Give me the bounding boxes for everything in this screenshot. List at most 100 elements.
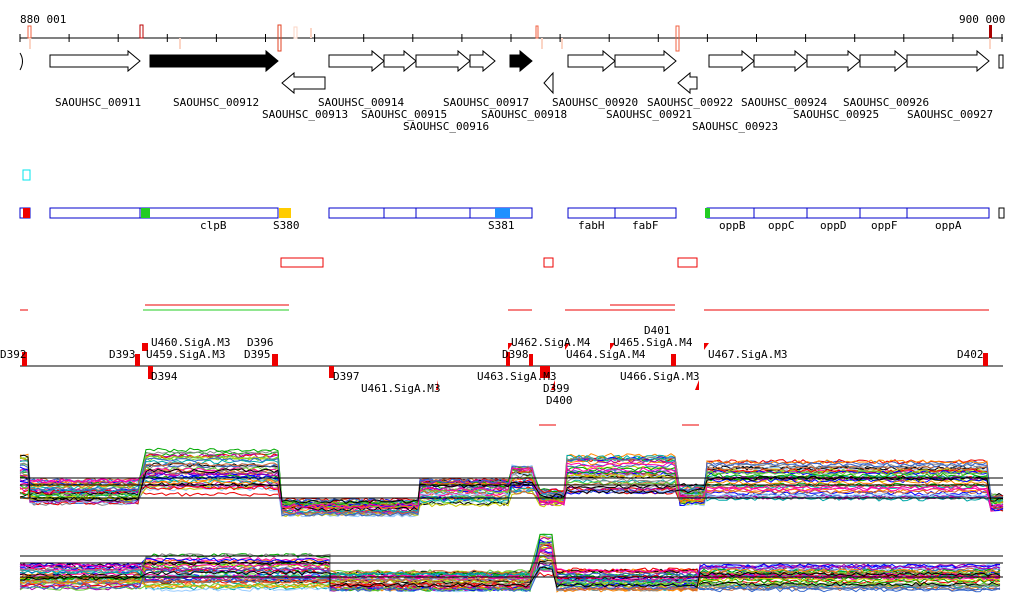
- gene-arrow[interactable]: [49, 49, 141, 73]
- expression-line: [19, 547, 1001, 586]
- annotation-label: oppA: [935, 219, 962, 232]
- gene-label[interactable]: SAOUHSC_00914: [318, 96, 404, 109]
- annotation-label: oppD: [820, 219, 847, 232]
- feature-box: [22, 169, 31, 181]
- marker: [179, 38, 181, 49]
- gene-arrow[interactable]: [567, 49, 616, 73]
- annotation-track: clpB S380 S381 fabH fabF oppB oppC oppD …: [19, 207, 1005, 232]
- gene-arrow[interactable]: [469, 49, 496, 73]
- annotation-label: S380: [273, 219, 300, 232]
- region-boxes: [280, 257, 698, 268]
- marker: [561, 38, 563, 49]
- gene-arrow[interactable]: [415, 49, 471, 73]
- expression-line: [20, 461, 1004, 515]
- ruler-ticks: [19, 34, 1003, 42]
- marker: [989, 25, 992, 38]
- annotation-label: S381: [488, 219, 515, 232]
- expression-line: [19, 565, 1001, 582]
- expression-line: [19, 447, 1004, 506]
- site-label[interactable]: U467.SigA.M3: [708, 348, 787, 361]
- marker: [541, 38, 543, 49]
- gene-label[interactable]: SAOUHSC_00922: [647, 96, 733, 109]
- expression-line: [19, 540, 1001, 592]
- gene-label[interactable]: SAOUHSC_00918: [481, 108, 567, 121]
- gene-label[interactable]: SAOUHSC_00917: [443, 96, 529, 109]
- expression-line: [19, 541, 1001, 591]
- gene-label[interactable]: SAOUHSC_00925: [793, 108, 879, 121]
- site-label[interactable]: D397: [333, 370, 360, 383]
- site-label[interactable]: D399: [543, 382, 570, 395]
- site-label[interactable]: D398: [502, 348, 529, 361]
- gene-label[interactable]: SAOUHSC_00913: [262, 108, 348, 121]
- gene-arrow[interactable]: [614, 49, 677, 73]
- site-label[interactable]: D392: [0, 348, 27, 361]
- site-label[interactable]: U464.SigA.M4: [566, 348, 646, 361]
- gene-label[interactable]: SAOUHSC_00927: [907, 108, 993, 121]
- gene-label[interactable]: SAOUHSC_00911: [55, 96, 141, 109]
- marker: [675, 25, 680, 52]
- expression-line: [19, 456, 1004, 512]
- gene-arrow[interactable]: [753, 49, 808, 73]
- site-label[interactable]: U459.SigA.M3: [146, 348, 225, 361]
- gene-arrow[interactable]: [543, 71, 554, 95]
- site-label[interactable]: D395: [244, 348, 271, 361]
- gene-label[interactable]: SAOUHSC_00916: [403, 120, 489, 133]
- sites-track: D392 D393 U459.SigA.M3 U460.SigA.M3 D395…: [0, 304, 1003, 426]
- site-label[interactable]: D400: [546, 394, 573, 407]
- gene-label[interactable]: SAOUHSC_00912: [173, 96, 259, 109]
- expression-line: [19, 457, 1004, 515]
- site-label[interactable]: U463.SigA.M3: [477, 370, 556, 383]
- gene-arrow[interactable]: [383, 49, 417, 73]
- annotation-clpb[interactable]: [49, 207, 279, 219]
- site-label[interactable]: U465.SigA.M4: [613, 336, 693, 349]
- gene-label[interactable]: SAOUHSC_00924: [741, 96, 827, 109]
- gene-arrow[interactable]: [708, 49, 755, 73]
- site-label[interactable]: U461.SigA.M3: [361, 382, 440, 395]
- expression-line: [19, 460, 1004, 510]
- marker: [293, 26, 298, 39]
- site-label[interactable]: U462.SigA.M4: [511, 336, 591, 349]
- gene-arrow[interactable]: [806, 49, 861, 73]
- gene-label[interactable]: SAOUHSC_00923: [692, 120, 778, 133]
- site-label[interactable]: D402: [957, 348, 984, 361]
- annotation-label: clpB: [200, 219, 227, 232]
- gene-arrow[interactable]: [906, 49, 990, 73]
- annotation-s381[interactable]: [495, 208, 510, 218]
- annotation-label: oppB: [719, 219, 746, 232]
- site-label[interactable]: D396: [247, 336, 274, 349]
- expression-line: [19, 564, 1001, 593]
- site-label[interactable]: U460.SigA.M3: [151, 336, 230, 349]
- gene-label[interactable]: SAOUHSC_00920: [552, 96, 638, 109]
- expression-track-1: [19, 447, 1004, 518]
- gene-arrow[interactable]: [859, 49, 908, 73]
- gene-arrow[interactable]: [281, 71, 326, 95]
- gene-arrow[interactable]: [509, 49, 533, 73]
- gene-arrow[interactable]: [677, 71, 698, 95]
- marker: [139, 24, 144, 39]
- annotation-label: oppC: [768, 219, 795, 232]
- ruler-start-label: 880 001: [20, 13, 66, 26]
- site-label[interactable]: D393: [109, 348, 136, 361]
- gene-label[interactable]: SAOUHSC_00926: [843, 96, 929, 109]
- expression-line: [19, 566, 1001, 589]
- site-label[interactable]: D394: [151, 370, 178, 383]
- gene-arrow[interactable]: [149, 49, 279, 73]
- annotation-label: oppF: [871, 219, 898, 232]
- gene-label[interactable]: SAOUHSC_00915: [361, 108, 447, 121]
- gene-label[interactable]: SAOUHSC_00921: [606, 108, 692, 121]
- expression-line: [19, 462, 1004, 509]
- expression-track-2: [19, 533, 1003, 593]
- site-label[interactable]: D401: [644, 324, 671, 337]
- gene-arrow[interactable]: [328, 49, 385, 73]
- expression-line: [19, 457, 1004, 517]
- site-label[interactable]: U466.SigA.M3: [620, 370, 699, 383]
- marker: [29, 38, 31, 49]
- expression-line: [19, 546, 1001, 592]
- marker: [277, 24, 282, 52]
- annotation-label: fabF: [632, 219, 659, 232]
- annotation-label: fabH: [578, 219, 605, 232]
- ruler: 880 001 900 000: [19, 13, 1005, 52]
- annotation-s380[interactable]: [279, 208, 291, 218]
